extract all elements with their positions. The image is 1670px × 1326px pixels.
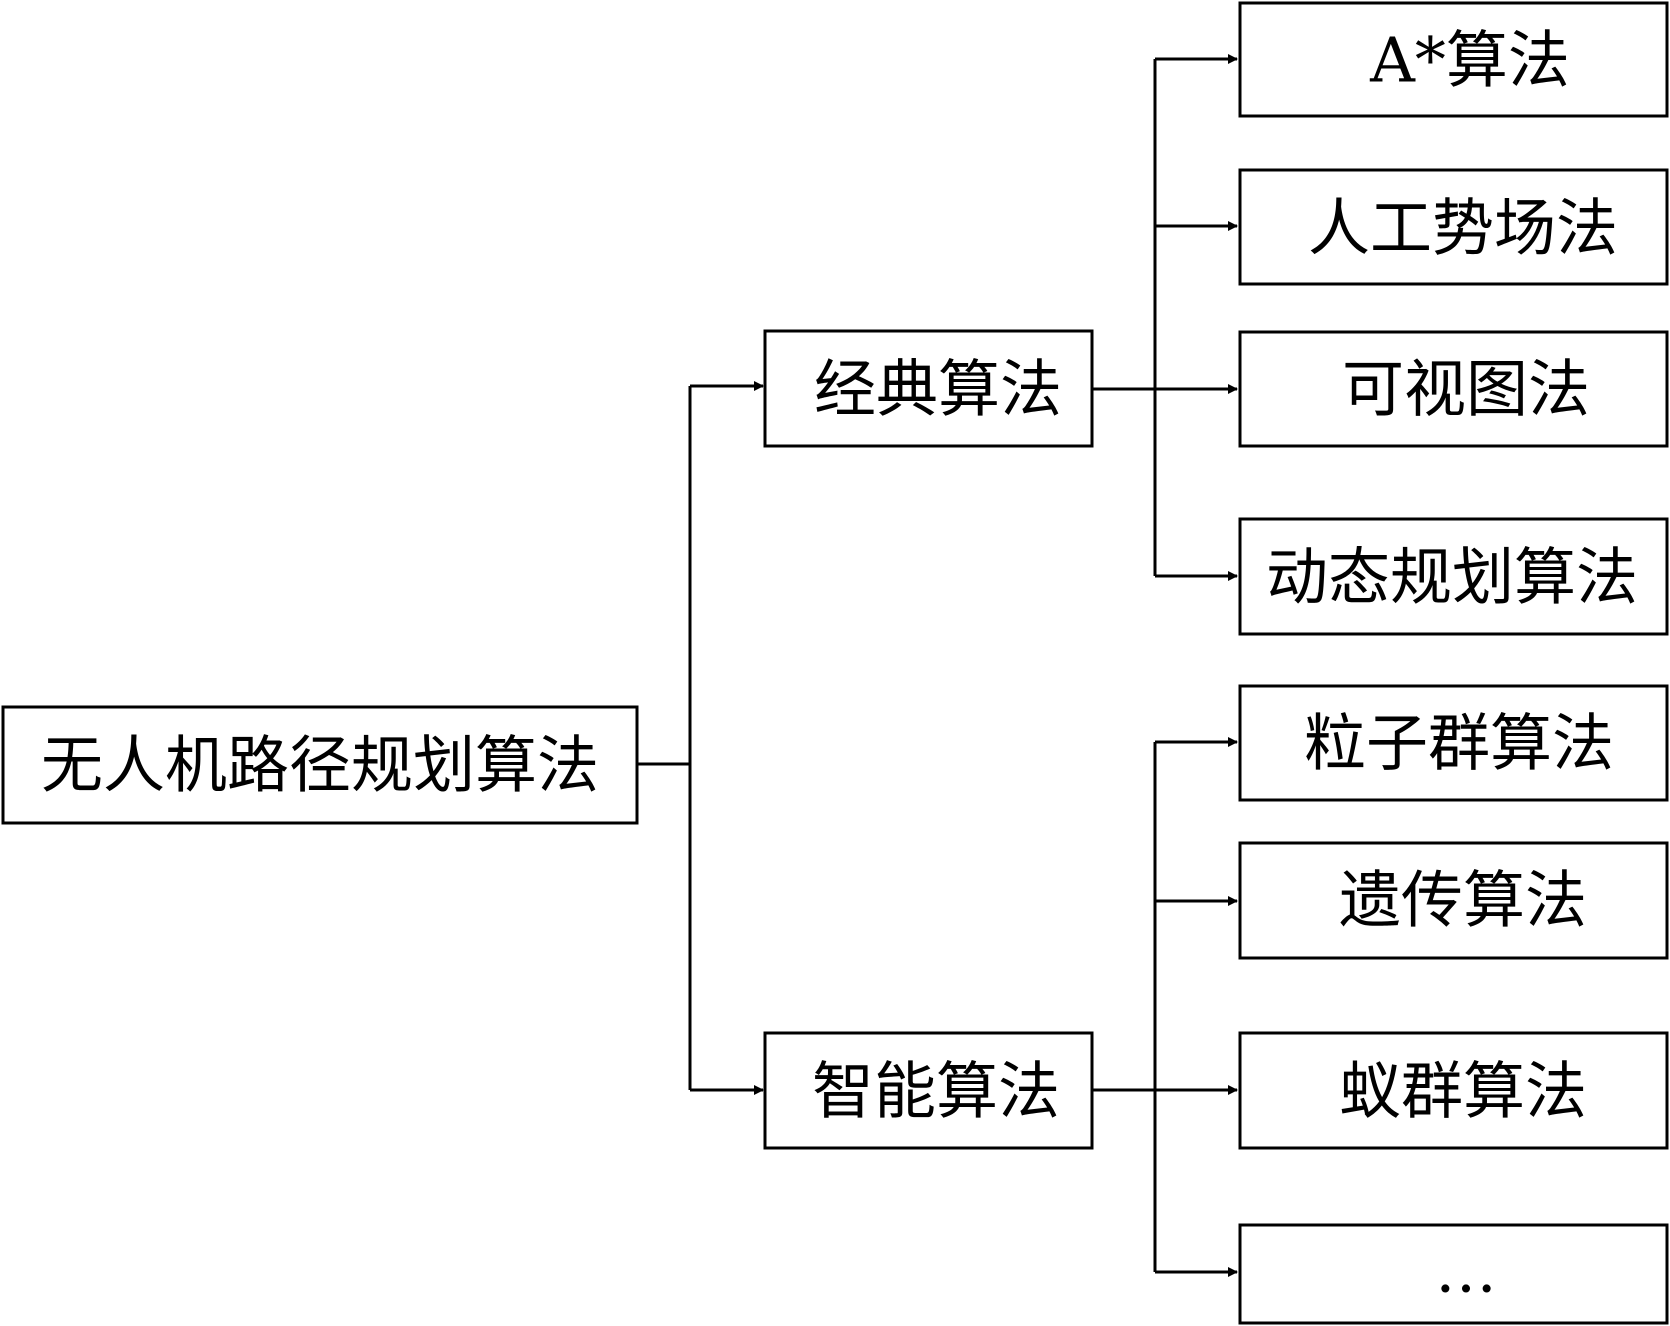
classic-node-label: 经典算法 [814, 353, 1062, 426]
leaf-box-artificial-potential-field [1238, 168, 1669, 286]
intelligent-children: 粒子群算法 遗传算法 蚁群算法 … [1238, 684, 1669, 1325]
leaf-label-ellipsis: … [1435, 1234, 1497, 1307]
classic-node: 经典算法 [763, 329, 1094, 448]
leaf-box-particle-swarm [1238, 684, 1669, 802]
leaf-label-visibility-graph: 可视图法 [1342, 353, 1590, 426]
intelligent-node-label: 智能算法 [812, 1055, 1060, 1128]
leaf-label-dynamic-programming: 动态规划算法 [1266, 541, 1638, 614]
leaf-box-astar [1238, 1, 1669, 118]
classic-children: A*算法 人工势场法 可视图法 动态规划算法 [1238, 1, 1669, 636]
leaf-box-ellipsis [1238, 1223, 1669, 1325]
leaf-box-genetic [1238, 841, 1669, 960]
connectors [637, 54, 1238, 1277]
leaf-box-visibility-graph [1238, 330, 1669, 448]
leaf-label-particle-swarm: 粒子群算法 [1304, 707, 1614, 780]
classic-node-box [763, 329, 1094, 448]
root-node-label: 无人机路径规划算法 [41, 729, 599, 802]
root-node-box [1, 705, 639, 825]
leaf-label-artificial-potential-field: 人工势场法 [1308, 192, 1618, 265]
root-node: 无人机路径规划算法 [1, 705, 639, 825]
leaf-box-ant-colony [1238, 1031, 1669, 1150]
leaf-label-genetic: 遗传算法 [1339, 864, 1587, 937]
intelligent-node-box [763, 1031, 1094, 1150]
leaf-label-astar: A*算法 [1369, 24, 1570, 97]
intelligent-node: 智能算法 [763, 1031, 1094, 1150]
leaf-box-dynamic-programming [1238, 517, 1669, 636]
leaf-label-ant-colony: 蚁群算法 [1339, 1055, 1587, 1128]
